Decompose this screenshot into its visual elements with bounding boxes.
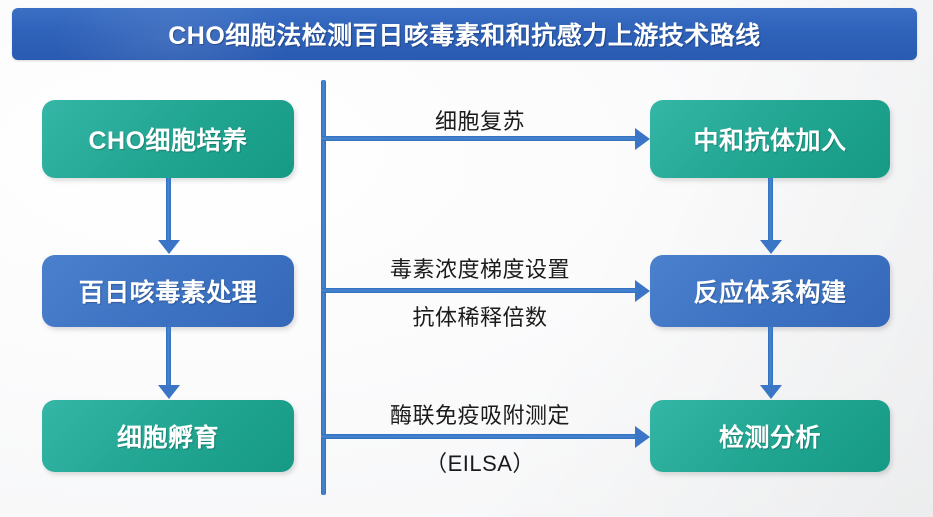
node-reaction-system-construction[interactable]: 反应体系构建 bbox=[650, 255, 890, 327]
node-detection-analysis[interactable]: 检测分析 bbox=[650, 400, 890, 472]
edge-label-2-line2: 抗体稀释倍数 bbox=[412, 305, 548, 330]
arrow-down-right-1 bbox=[768, 178, 773, 242]
edge-label-1-line1: 细胞复苏 bbox=[434, 109, 525, 134]
page-title: CHO细胞法检测百日咳毒素和和抗感力上游技术路线 bbox=[168, 22, 761, 50]
edge-label-2-line1: 毒素浓度梯度设置 bbox=[389, 257, 570, 282]
edge-label-3-line1: 酶联免疫吸附测定 bbox=[389, 403, 570, 428]
arrow-down-left-1 bbox=[166, 178, 171, 242]
node-cho-cell-culture[interactable]: CHO细胞培养 bbox=[42, 100, 294, 178]
arrow-right-1 bbox=[321, 136, 637, 141]
edge-label-3-line2: （EILSA） bbox=[425, 451, 535, 476]
node-neutralizing-antibody-addition[interactable]: 中和抗体加入 bbox=[650, 100, 890, 178]
arrow-down-right-2 bbox=[768, 327, 773, 387]
arrow-right-2 bbox=[321, 288, 637, 293]
node-cell-incubation[interactable]: 细胞孵育 bbox=[42, 400, 294, 472]
title-bar: CHO细胞法检测百日咳毒素和和抗感力上游技术路线 bbox=[12, 8, 917, 60]
node-pertussis-toxin-treatment[interactable]: 百日咳毒素处理 bbox=[42, 255, 294, 327]
arrow-down-left-2 bbox=[166, 327, 171, 387]
arrow-right-3 bbox=[321, 434, 637, 439]
